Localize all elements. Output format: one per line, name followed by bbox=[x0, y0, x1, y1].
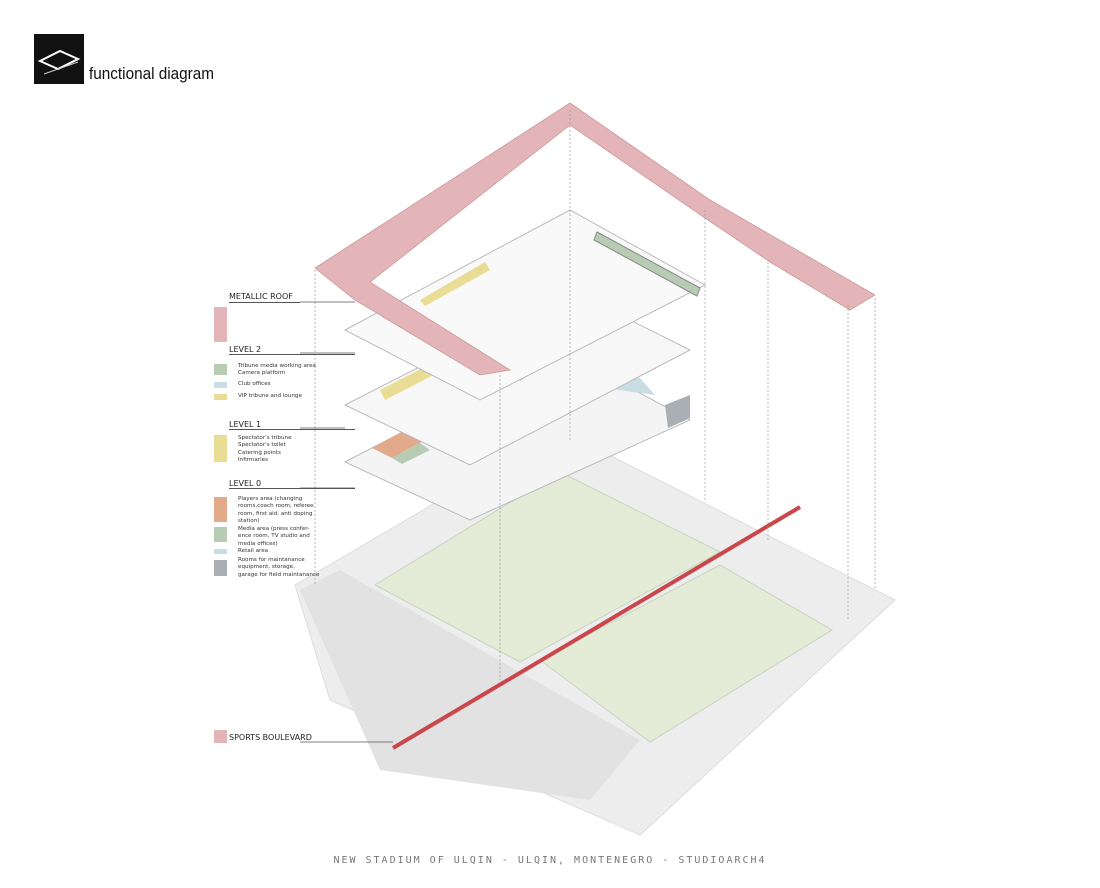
legend-roof-heading: METALLIC ROOF bbox=[229, 292, 293, 301]
legend-item: VIP tribune and lounge bbox=[238, 393, 302, 399]
media-area-swatch bbox=[214, 527, 227, 542]
legend-item: Media area (press confer- ence room, TV … bbox=[238, 526, 310, 547]
roof-swatch bbox=[214, 307, 227, 342]
divider bbox=[229, 354, 355, 355]
spectator-swatch bbox=[214, 435, 227, 462]
legend-item: Rooms for maintanance equipment, storage… bbox=[238, 557, 320, 578]
sports-boulevard bbox=[391, 505, 802, 750]
legend-item: Retail area bbox=[238, 548, 269, 554]
maintenance-rooms bbox=[665, 395, 690, 428]
footer-caption: NEW STADIUM OF ULQIN - ULQIN, MONTENEGRO… bbox=[333, 855, 767, 866]
vip-swatch bbox=[214, 394, 227, 400]
legend-level1-heading: LEVEL 1 bbox=[229, 420, 262, 429]
football-field-1 bbox=[373, 471, 722, 663]
legend-level0-heading: LEVEL 0 bbox=[229, 479, 262, 488]
retail-swatch bbox=[214, 549, 227, 554]
level-2-slab bbox=[343, 209, 707, 401]
media-area bbox=[392, 443, 430, 464]
legend-boulevard-heading: SPORTS BOULEVARD bbox=[229, 733, 312, 742]
media-working-area bbox=[593, 231, 701, 297]
vip-tribune bbox=[420, 262, 490, 306]
legend-item: Players area (changing rooms,coach room,… bbox=[238, 496, 314, 524]
legend-item: Club offices bbox=[238, 381, 271, 387]
studio-logo-icon bbox=[34, 34, 84, 84]
divider bbox=[229, 488, 355, 489]
parking-area bbox=[300, 570, 640, 800]
legend-item: Tribune media working area Camera platfo… bbox=[238, 363, 316, 377]
club-swatch bbox=[214, 382, 227, 388]
maintenance-swatch bbox=[214, 560, 227, 576]
projection-lines bbox=[314, 110, 876, 680]
football-field-2 bbox=[539, 564, 833, 743]
page-title: functional diagram bbox=[89, 64, 215, 83]
divider bbox=[229, 302, 300, 303]
boulevard-swatch bbox=[214, 730, 227, 743]
legend-level2-heading: LEVEL 2 bbox=[229, 345, 262, 354]
media-swatch bbox=[214, 364, 227, 375]
divider bbox=[229, 429, 355, 430]
players-swatch bbox=[214, 497, 227, 522]
legend-item: Spectator's tribune Spectator's toilet C… bbox=[238, 435, 292, 463]
